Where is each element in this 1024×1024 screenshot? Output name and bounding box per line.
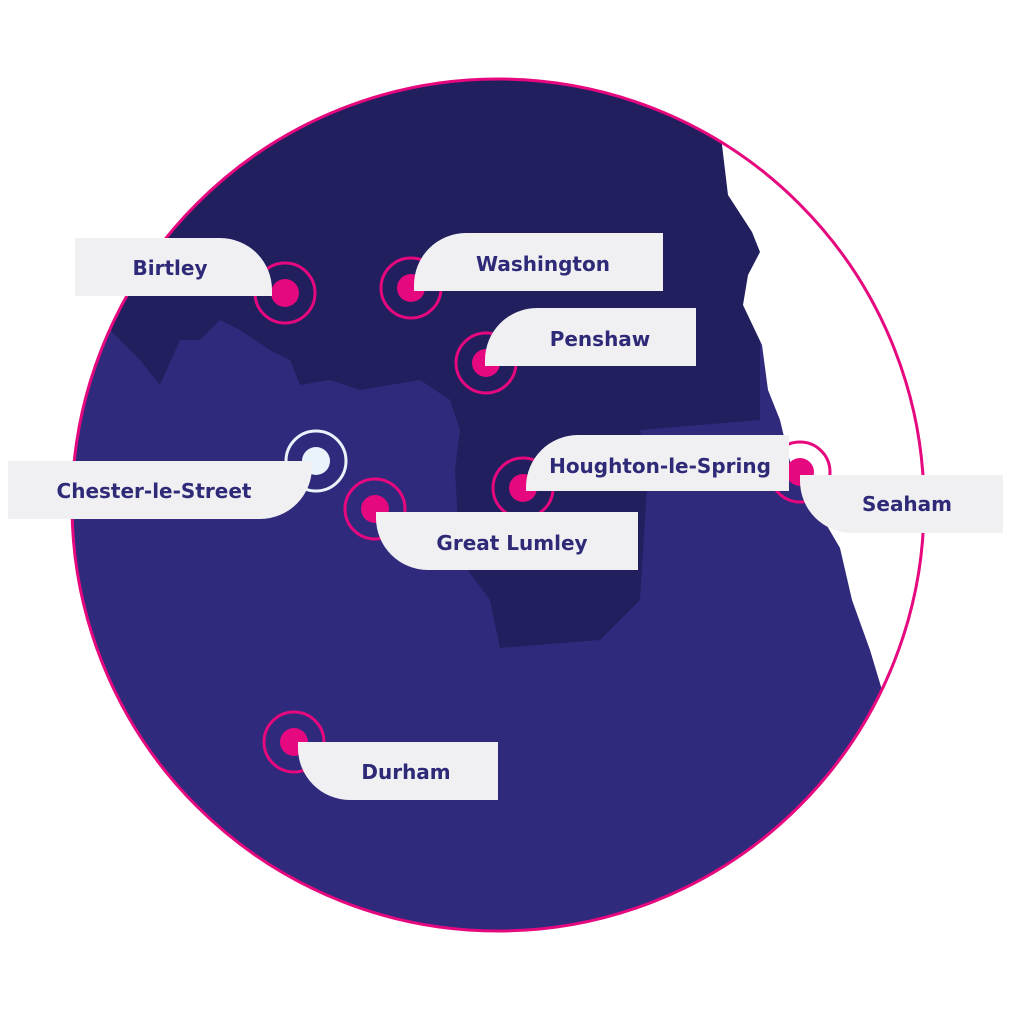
location-label-great-lumley[interactable]: Great Lumley xyxy=(376,512,638,570)
sea-area xyxy=(718,79,924,700)
label-card xyxy=(414,233,663,291)
marker-dot xyxy=(271,279,299,307)
location-name: Birtley xyxy=(133,256,208,280)
location-name: Durham xyxy=(361,760,450,784)
label-card xyxy=(485,308,696,366)
label-card xyxy=(800,475,1003,533)
location-label-seaham[interactable]: Seaham xyxy=(800,475,1003,533)
labels-layer: Birtley Washington Penshaw Chester-le-St… xyxy=(8,233,1003,800)
urban-area xyxy=(72,79,760,648)
label-card xyxy=(75,238,272,296)
location-label-birtley[interactable]: Birtley xyxy=(75,238,272,296)
location-label-washington[interactable]: Washington xyxy=(414,233,663,291)
marker-ring xyxy=(343,477,407,541)
label-card xyxy=(376,512,638,570)
label-card xyxy=(526,435,789,491)
location-label-durham[interactable]: Durham xyxy=(298,742,498,800)
location-label-penshaw[interactable]: Penshaw xyxy=(485,308,696,366)
location-name: Chester-le-Street xyxy=(57,479,252,503)
location-name: Penshaw xyxy=(550,327,651,351)
location-name: Seaham xyxy=(862,492,952,516)
location-label-chester-le-street[interactable]: Chester-le-Street xyxy=(8,461,312,519)
label-card xyxy=(8,461,312,519)
location-name: Washington xyxy=(476,252,610,276)
label-card xyxy=(298,742,498,800)
location-name: Houghton-le-Spring xyxy=(549,454,771,478)
location-name: Great Lumley xyxy=(436,531,587,555)
location-label-houghton-le-spring[interactable]: Houghton-le-Spring xyxy=(526,435,789,491)
